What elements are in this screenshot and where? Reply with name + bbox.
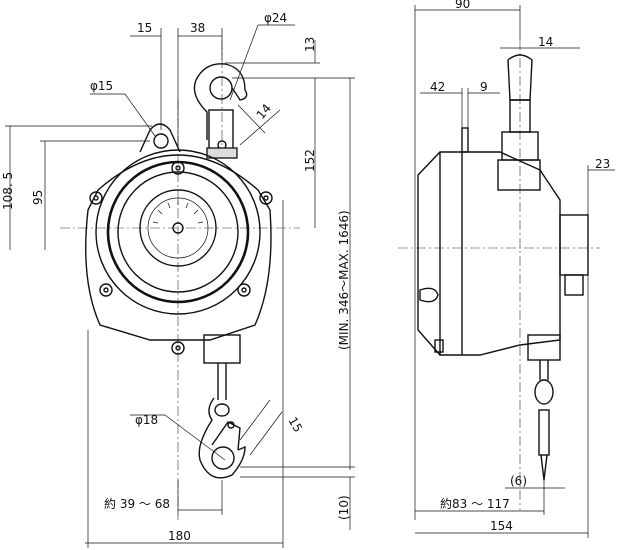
lug <box>139 123 181 153</box>
dim-side-depth: 90 <box>455 0 470 11</box>
dim-bottom-offset: 約 39 ～ 68 <box>104 496 170 511</box>
dim-hook-top: 13 <box>303 37 317 52</box>
dim-lug-height: 108. 5 <box>1 172 15 210</box>
dim-bottom-gap: (10) <box>337 495 351 520</box>
dim-total-width: 180 <box>168 529 191 543</box>
dim-side-hook-thickness: (6) <box>510 474 527 488</box>
dim-stroke-range: (MIN. 346～MAX. 1646) <box>337 210 351 350</box>
dim-side-cap-depth: 23 <box>595 157 610 171</box>
dim-side-total-depth: 154 <box>490 519 513 533</box>
dim-hook-offset: 38 <box>190 21 205 35</box>
dim-lug-dia: φ15 <box>90 79 113 93</box>
dim-hook-eye-dia: φ24 <box>264 11 287 25</box>
top-hook <box>193 63 248 159</box>
bolts <box>89 161 273 355</box>
bottom-hook <box>198 397 246 479</box>
side-top-hook <box>507 54 533 101</box>
side-view <box>398 40 600 510</box>
dim-side-lug-gap: 9 <box>480 80 488 94</box>
dim-center-height: 95 <box>31 190 45 205</box>
dim-side-lug-offset: 42 <box>430 80 445 94</box>
gauge <box>139 189 217 267</box>
side-bottom-hook <box>534 379 554 405</box>
dim-lug-offset: 15 <box>137 21 152 35</box>
dim-side-bottom-offset: 約83 ～ 117 <box>440 496 510 511</box>
side-cap <box>559 214 589 276</box>
dim-hook-width: 14 <box>254 101 275 122</box>
dim-top-to-center: 152 <box>303 149 317 172</box>
gauge-knob <box>172 222 184 234</box>
lug-hole <box>153 133 169 149</box>
dim-bottom-hook-dia: φ18 <box>135 413 158 427</box>
dim-side-hook-width: 14 <box>538 35 553 49</box>
dimension-lines <box>5 5 615 548</box>
dim-bottom-hook-width: 15 <box>285 415 305 435</box>
housing <box>85 154 272 341</box>
cable-outlet <box>203 334 241 364</box>
